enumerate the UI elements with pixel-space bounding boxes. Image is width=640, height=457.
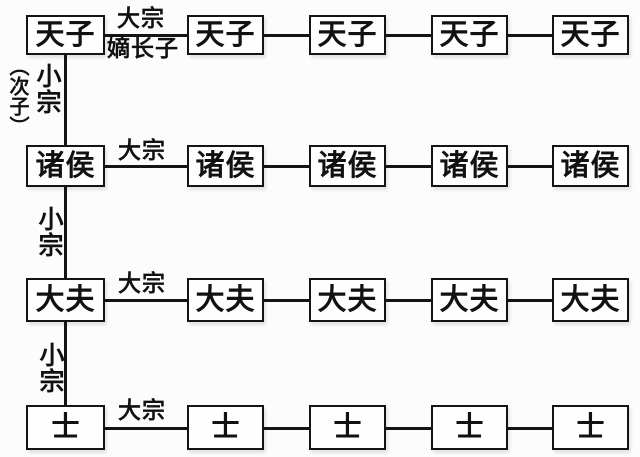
h-link-tianzi-3	[384, 34, 433, 37]
node-zhuhou-4: 诸侯	[431, 145, 508, 187]
node-shi-4: 士	[431, 405, 508, 450]
h-link-shi-2	[262, 427, 311, 430]
label-dazong-zhuhou: 大宗	[118, 138, 166, 163]
label-dizhangzi: 嫡长子	[107, 36, 179, 61]
node-tianzi-4: 天子	[431, 15, 508, 55]
node-dafu-4: 大夫	[431, 278, 508, 322]
label-xiaozong-2: 小宗	[35, 206, 62, 258]
node-dafu-5: 大夫	[552, 278, 629, 322]
h-link-shi-1	[103, 427, 189, 430]
node-zhuhou-1: 诸侯	[26, 145, 105, 187]
h-link-tianzi-1	[103, 34, 189, 37]
label-dazong-dafu: 大宗	[118, 271, 166, 296]
h-link-zhuhou-4	[506, 165, 554, 168]
node-tianzi-3: 天子	[309, 15, 386, 55]
node-shi-5: 士	[552, 405, 629, 450]
h-link-tianzi-4	[506, 34, 554, 37]
v-link-minor-1	[64, 55, 67, 145]
h-link-tianzi-2	[262, 34, 311, 37]
node-tianzi-1: 天子	[26, 15, 105, 55]
node-shi-1: 士	[26, 405, 105, 450]
h-link-shi-3	[384, 427, 433, 430]
node-zhuhou-3: 诸侯	[309, 145, 386, 187]
h-link-dafu-2	[262, 299, 311, 302]
node-tianzi-5: 天子	[552, 15, 629, 55]
node-zhuhou-2: 诸侯	[187, 145, 264, 187]
label-dazong-tianzi: 大宗	[117, 6, 165, 31]
v-link-minor-3	[64, 322, 67, 405]
label-cizi: （次子）	[6, 56, 28, 136]
v-link-minor-2	[64, 187, 67, 278]
label-xiaozong-1: 小宗	[33, 63, 60, 115]
node-dafu-3: 大夫	[309, 278, 386, 322]
node-dafu-2: 大夫	[187, 278, 264, 322]
node-shi-3: 士	[309, 405, 386, 450]
node-zhuhou-5: 诸侯	[552, 145, 629, 187]
h-link-dafu-1	[103, 299, 189, 302]
h-link-shi-4	[506, 427, 554, 430]
h-link-zhuhou-3	[384, 165, 433, 168]
h-link-dafu-4	[506, 299, 554, 302]
node-dafu-1: 大夫	[26, 278, 105, 322]
h-link-zhuhou-2	[262, 165, 311, 168]
h-link-zhuhou-1	[103, 165, 189, 168]
label-dazong-shi: 大宗	[118, 398, 166, 423]
label-xiaozong-3: 小宗	[36, 342, 63, 394]
h-link-dafu-3	[384, 299, 433, 302]
node-tianzi-2: 天子	[187, 15, 264, 55]
node-shi-2: 士	[187, 405, 264, 450]
